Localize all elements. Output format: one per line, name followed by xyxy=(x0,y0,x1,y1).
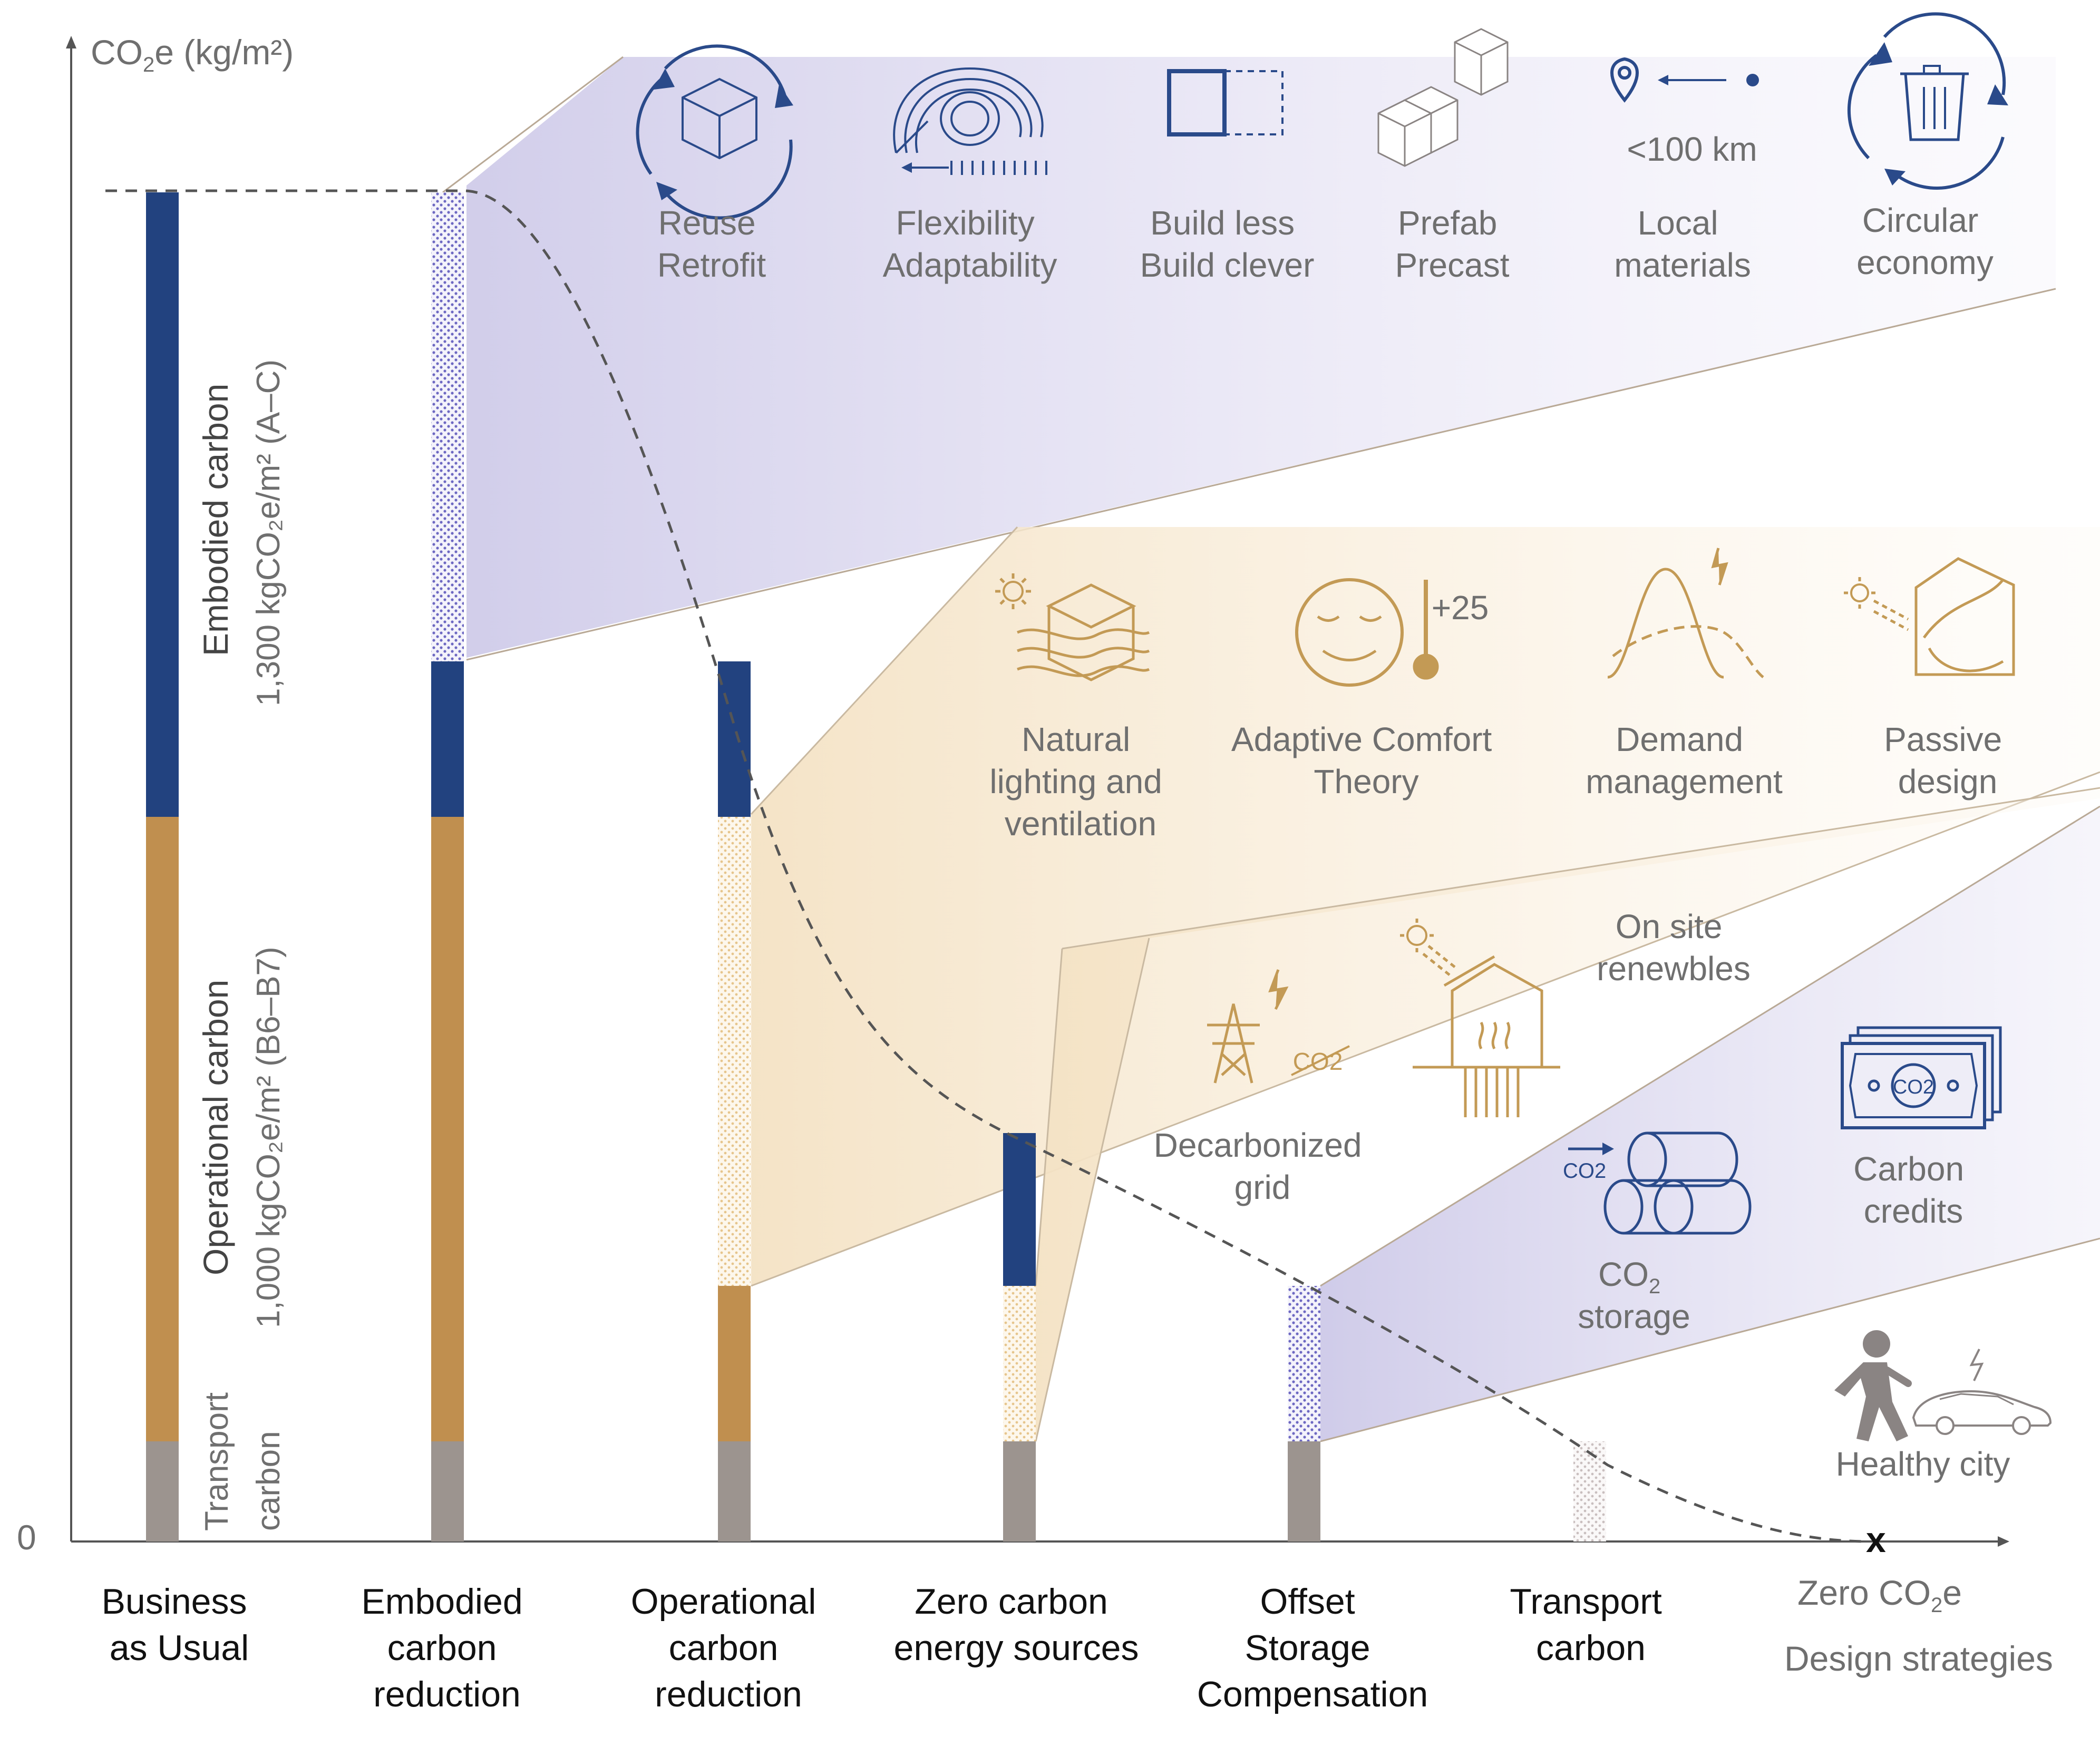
operational-carbon-title: Operational carbon xyxy=(196,980,235,1275)
embodied-carbon-value: 1,300 kgCO₂e/m² (A–C) xyxy=(250,359,287,706)
offset-wedge xyxy=(1320,806,2100,1441)
embodied-wedge xyxy=(466,57,2056,658)
offset-strategies: CO2 CO2 storage CO2 Carbon credits xyxy=(1563,1026,2002,1335)
circular-economy-label: Circular economy xyxy=(1856,201,1994,281)
y-axis-label: CO2e (kg/m²) xyxy=(91,33,294,76)
reuse-label: Reuse Retrofit xyxy=(657,204,766,284)
offset-wedge-edge-top xyxy=(1320,805,2100,1287)
bar-ocr-embodied xyxy=(718,661,751,817)
embodied-wedge-edge-top xyxy=(442,56,624,193)
natural-lighting-label: Natural lighting and ventilation xyxy=(989,720,1171,843)
recycle-cube-icon xyxy=(636,44,793,220)
build-less-label: Build less Build clever xyxy=(1140,204,1315,284)
solar-house-icon xyxy=(1400,919,1560,1117)
prefab-label: Prefab Precast xyxy=(1395,204,1510,284)
bar-zce-embodied xyxy=(1003,1133,1036,1286)
stacked-cubes-icon xyxy=(1377,28,1509,167)
flexibility-label: Flexibility Adaptability xyxy=(883,204,1057,284)
banknotes-icon xyxy=(1841,1026,2002,1129)
demand-curve-icon xyxy=(1607,548,1764,679)
walker-car-icon xyxy=(1834,1330,2052,1441)
distance-note: <100 km xyxy=(1627,130,1757,168)
category-bau: Business as Usual xyxy=(102,1582,257,1668)
zero-tick-label: 0 xyxy=(17,1518,36,1557)
transport-strategy: Healthy city xyxy=(1834,1330,2052,1483)
recycle-bin-icon xyxy=(1847,12,2008,190)
smiley-thermometer-icon xyxy=(1295,578,1439,687)
x-axis-end-label: Zero CO2e xyxy=(1797,1573,1962,1617)
bar-zce-transport xyxy=(1003,1441,1036,1541)
reduction-trend-curve xyxy=(105,189,1869,1543)
storage-co2-note: CO2 xyxy=(1563,1159,1606,1183)
category-embodied-reduction: Embodied carbon reduction xyxy=(361,1582,532,1714)
zero-emission-marker: x xyxy=(1866,1520,1886,1560)
category-offset: Offset Storage Compensation xyxy=(1197,1582,1428,1714)
operational-wedge-edge-top xyxy=(750,526,1018,815)
on-site-renewables-label: On site renewbles xyxy=(1597,907,1751,988)
bars xyxy=(146,192,1606,1541)
bar-ecr-operational xyxy=(431,817,464,1441)
axes: CO2e (kg/m²) 0 Zero CO2e Design strategi… xyxy=(17,33,2053,1678)
transport-carbon-line1: Transport xyxy=(199,1392,235,1531)
energy-wedge-edge-top xyxy=(1035,948,1063,1286)
coil-icon xyxy=(893,67,1047,175)
operational-wedge-edge-bottom xyxy=(751,771,2100,1287)
carbon-credits-label: Carbon credits xyxy=(1853,1150,1973,1230)
pylon-icon xyxy=(1207,969,1350,1084)
passive-house-icon xyxy=(1844,557,2015,676)
co2-storage-label: CO2 storage xyxy=(1578,1255,1690,1335)
bar-zce-operational-saved xyxy=(1003,1286,1036,1441)
demand-management-label: Demand management xyxy=(1586,720,1783,801)
adaptive-comfort-label: Adaptive Comfort Theory xyxy=(1231,720,1501,801)
local-materials-label: Local materials xyxy=(1614,204,1751,284)
temperature-note: +25 xyxy=(1432,589,1489,627)
offset-wedge-edge-bottom xyxy=(1320,1237,2100,1442)
extendable-box-icon xyxy=(1167,69,1284,136)
healthy-city-label: Healthy city xyxy=(1836,1445,2010,1483)
embodied-carbon-title: Embodied carbon xyxy=(196,384,235,656)
bar-tc-transport-saved xyxy=(1573,1441,1606,1541)
passive-design-label: Passive design xyxy=(1884,720,2011,801)
embodied-wedge-edge-bottom xyxy=(466,288,2056,661)
credits-co2-note: CO2 xyxy=(1893,1076,1934,1098)
bar-bau-transport xyxy=(146,1441,179,1541)
location-pin-icon xyxy=(1610,57,1759,103)
bar-ocr-transport xyxy=(718,1441,751,1541)
embodied-strategies: Reuse Retrofit Flexibility Adaptability xyxy=(636,12,2008,284)
energy-wedge-edge-top2 xyxy=(1062,787,2100,950)
side-labels: Embodied carbon 1,300 kgCO₂e/m² (A–C) Op… xyxy=(196,359,287,1531)
energy-strategies: CO2 Decarbonized grid On site renewbles xyxy=(1154,907,1751,1206)
category-zero-carbon-energy: Zero carbon energy sources xyxy=(894,1582,1139,1668)
bar-bau-operational xyxy=(146,817,179,1441)
operational-carbon-value: 1,000 kgCO₂e/m² (B6–B7) xyxy=(250,946,287,1328)
transport-carbon-line2: carbon xyxy=(250,1431,287,1531)
category-operational-reduction: Operational carbon reduction xyxy=(631,1582,826,1714)
operational-strategies: Natural lighting and ventilation +25 Ada… xyxy=(989,548,2015,843)
grid-co2-note: CO2 xyxy=(1293,1048,1343,1075)
logs-storage-icon xyxy=(1568,1131,1752,1235)
bar-ecr-transport xyxy=(431,1441,464,1541)
bar-ecr-embodied xyxy=(431,661,464,817)
bar-osc-transport xyxy=(1288,1441,1320,1541)
bar-bau-embodied xyxy=(146,192,179,817)
category-transport: Transport carbon xyxy=(1510,1582,1671,1668)
bar-osc-embodied-saved xyxy=(1288,1286,1320,1441)
bar-ecr-embodied-saved xyxy=(431,192,464,661)
strategy-wedges xyxy=(442,56,2100,1442)
energy-wedge-edge-bottom xyxy=(1035,938,1150,1442)
category-labels: Business as Usual Embodied carbon reduct… xyxy=(102,1582,1671,1714)
sun-layers-icon xyxy=(995,573,1150,681)
x-axis-caption: Design strategies xyxy=(1784,1639,2053,1678)
x-axis-arrowhead xyxy=(1998,1536,2009,1547)
decarbonized-grid-label: Decarbonized grid xyxy=(1154,1126,1372,1206)
y-axis-arrowhead xyxy=(66,36,76,48)
bar-ocr-operational xyxy=(718,1286,751,1441)
bar-ocr-operational-saved xyxy=(718,817,751,1286)
